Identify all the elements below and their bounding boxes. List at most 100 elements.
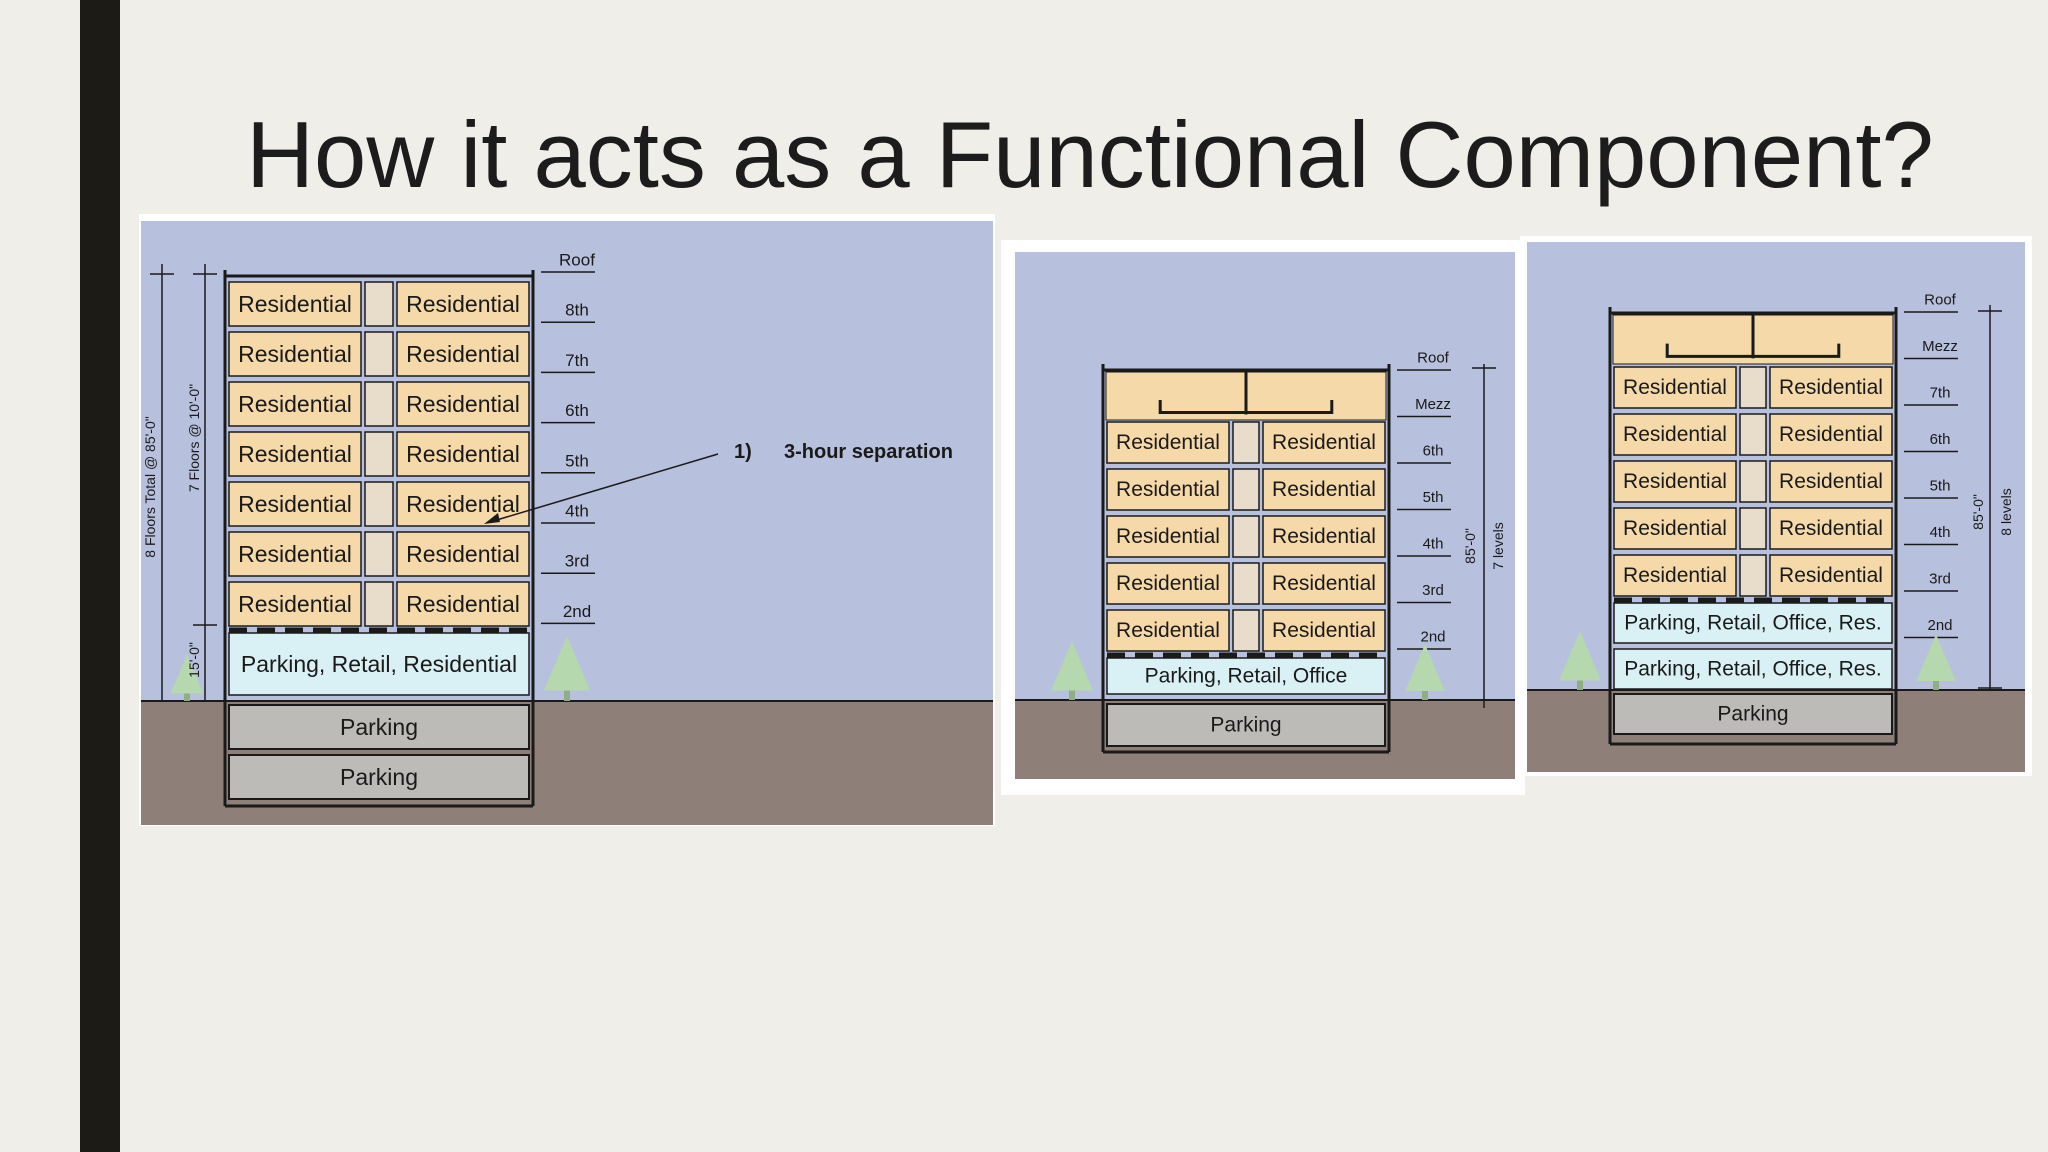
corridor xyxy=(364,431,394,477)
residential-floor: Residential Residential xyxy=(228,381,530,427)
slide-title: How it acts as a Functional Component? xyxy=(246,102,1934,207)
unit-right xyxy=(396,581,530,627)
level-label: 7th xyxy=(565,351,589,370)
unit-right xyxy=(396,531,530,577)
residential-floor: Residential Residential xyxy=(1106,421,1386,464)
tree xyxy=(170,654,204,701)
unit-right xyxy=(396,331,530,377)
corridor xyxy=(364,531,394,577)
unit-left xyxy=(228,331,362,377)
commercial-floor-label: Parking, Retail, Office xyxy=(1145,665,1348,688)
unit-label: Residential xyxy=(1116,525,1220,548)
unit-left xyxy=(1106,515,1230,558)
unit-right xyxy=(396,381,530,427)
residential-floor: Residential Residential xyxy=(1613,366,1893,409)
unit-label: Residential xyxy=(1779,376,1883,399)
parking-label: Parking xyxy=(340,764,418,790)
unit-label: Residential xyxy=(1779,517,1883,540)
commercial-floor xyxy=(1613,648,1893,690)
level-label: Roof xyxy=(1924,292,1957,309)
unit-label: Residential xyxy=(1116,431,1220,454)
unit-left xyxy=(228,431,362,477)
unit-right xyxy=(1262,468,1386,511)
level-label: 4th xyxy=(1930,524,1951,541)
level-label: 5th xyxy=(1423,489,1444,506)
dimension-total-label: 85'-0" xyxy=(1970,494,1986,530)
unit-label: Residential xyxy=(406,591,520,617)
unit-label: Residential xyxy=(406,541,520,567)
unit-left xyxy=(1106,468,1230,511)
unit-label: Residential xyxy=(406,441,520,467)
commercial-floor xyxy=(228,632,530,696)
unit-left xyxy=(1613,413,1737,456)
level-label: 6th xyxy=(1930,431,1951,448)
tree xyxy=(543,635,591,701)
mezzanine-loft-symbol xyxy=(1158,372,1334,415)
level-label: 5th xyxy=(1930,478,1951,495)
unit-label: Residential xyxy=(1623,517,1727,540)
parking-label: Parking xyxy=(1210,714,1281,737)
mezzanine-loft-symbol xyxy=(1665,315,1841,359)
dimension-ground-label: 15'-0" xyxy=(186,642,202,678)
unit-label: Residential xyxy=(1116,619,1220,642)
parking-label: Parking xyxy=(340,714,418,740)
unit-label: Residential xyxy=(1116,572,1220,595)
parking-level xyxy=(228,704,530,750)
unit-right xyxy=(1769,460,1893,503)
unit-label: Residential xyxy=(238,441,352,467)
unit-right xyxy=(396,281,530,327)
corridor xyxy=(1739,366,1767,409)
level-label: 5th xyxy=(565,451,589,470)
annotation-arrowhead xyxy=(484,513,500,524)
dimension-levels-label: 8 levels xyxy=(1998,488,2014,535)
unit-right xyxy=(1262,515,1386,558)
unit-label: Residential xyxy=(1623,564,1727,587)
corridor xyxy=(364,281,394,327)
unit-left xyxy=(228,581,362,627)
parking-level xyxy=(1106,703,1386,747)
parking-level xyxy=(228,754,530,800)
unit-label: Residential xyxy=(1779,470,1883,493)
corridor xyxy=(364,581,394,627)
unit-label: Residential xyxy=(1623,470,1727,493)
dimension-floors-label: 7 Floors @ 10'-0" xyxy=(186,384,202,492)
unit-label: Residential xyxy=(1272,431,1376,454)
level-label: 3rd xyxy=(1422,582,1444,599)
parking-label: Parking xyxy=(1717,703,1788,726)
commercial-floor-label: Parking, Retail, Residential xyxy=(241,651,517,677)
residential-floor: Residential Residential xyxy=(1613,460,1893,503)
commercial-floor xyxy=(1613,602,1893,644)
commercial-floor xyxy=(1106,657,1386,695)
dimension-total-label: 85'-0" xyxy=(1462,528,1478,564)
unit-label: Residential xyxy=(1779,423,1883,446)
parking-level xyxy=(1613,693,1893,735)
corridor xyxy=(1739,554,1767,597)
level-label: 4th xyxy=(565,502,589,521)
unit-left xyxy=(1613,507,1737,550)
corridor xyxy=(1739,413,1767,456)
unit-left xyxy=(1106,609,1230,652)
unit-right xyxy=(1769,507,1893,550)
unit-left xyxy=(228,281,362,327)
unit-label: Residential xyxy=(238,391,352,417)
level-label: 8th xyxy=(565,301,589,320)
unit-label: Residential xyxy=(406,491,520,517)
corridor xyxy=(1739,460,1767,503)
corridor xyxy=(1232,468,1260,511)
unit-label: Residential xyxy=(1623,376,1727,399)
unit-right xyxy=(396,481,530,527)
unit-label: Residential xyxy=(406,391,520,417)
corridor xyxy=(1232,515,1260,558)
tree xyxy=(1051,641,1093,700)
unit-left xyxy=(1106,421,1230,464)
unit-left xyxy=(1613,460,1737,503)
level-label: 6th xyxy=(1423,443,1444,460)
